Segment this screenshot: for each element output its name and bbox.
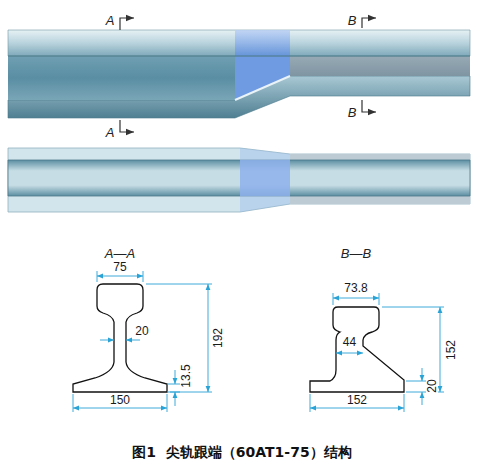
- section-title: B—B: [340, 247, 372, 260]
- section-a: [73, 271, 212, 412]
- figure-caption: 图1 尖轨跟端（60AT1-75）结构: [131, 445, 352, 459]
- dimension: 192: [212, 327, 224, 349]
- elevation-view: [8, 18, 470, 132]
- dimension: 20: [134, 325, 149, 337]
- plan-view: [8, 148, 470, 212]
- dimension: 44: [342, 336, 357, 348]
- section-mark: A: [105, 14, 116, 27]
- dimension: 150: [109, 394, 131, 406]
- section-mark: A: [105, 126, 116, 139]
- dimension: 73.8: [343, 282, 368, 294]
- section-mark: B: [347, 14, 358, 27]
- section-title: A—A: [104, 247, 136, 260]
- dimension: 13.5: [180, 363, 192, 388]
- section-mark: B: [347, 106, 358, 119]
- dimension: 20: [426, 378, 438, 393]
- dimension: 152: [445, 339, 457, 361]
- section-b: [310, 293, 444, 412]
- dimension: 152: [346, 394, 368, 406]
- dimension: 75: [112, 261, 127, 273]
